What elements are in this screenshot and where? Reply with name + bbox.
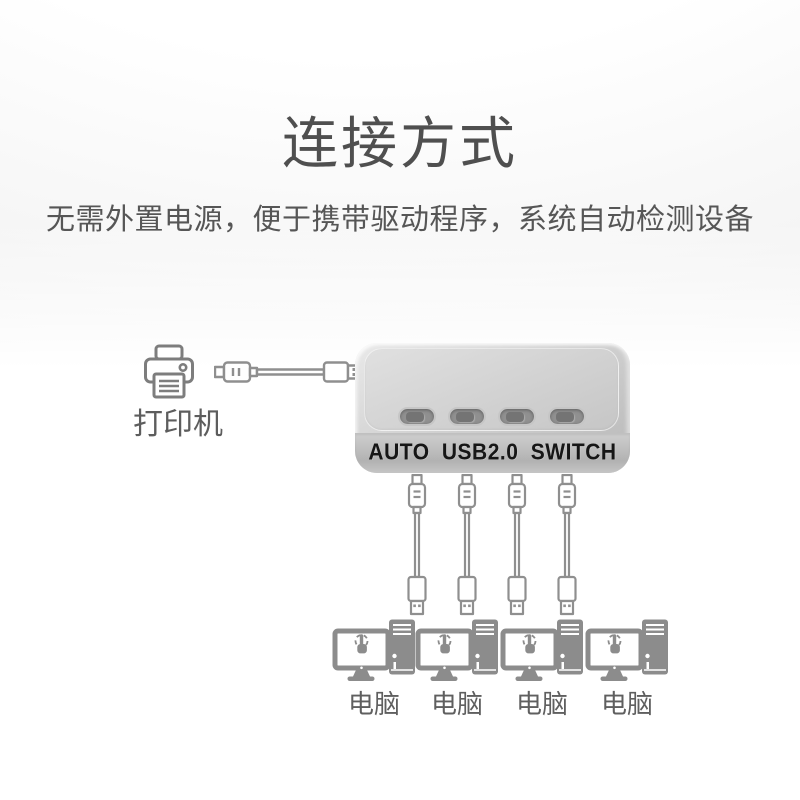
page-title: 连接方式: [282, 112, 518, 175]
tower-case: [472, 619, 498, 675]
device-button-knob: [556, 411, 574, 422]
device-button-knob: [456, 411, 474, 422]
printer-label: 打印机: [133, 408, 223, 441]
click-hand-icon: [437, 634, 452, 654]
top-gradient: [0, 0, 800, 400]
device-button-knob: [506, 411, 524, 422]
click-hand-icon: [354, 634, 369, 654]
click-hand-icon: [522, 634, 537, 654]
device-button-4: [548, 407, 586, 426]
monitor-stand: [521, 670, 538, 677]
computer-label-2: 电脑: [430, 689, 483, 719]
monitor-stand: [436, 670, 453, 677]
device-button-3: [498, 407, 536, 426]
monitor-stand: [353, 670, 370, 677]
device-button-knob: [406, 411, 424, 422]
page-subtitle: 无需外置电源，便于携带驱动程序，系统自动检测设备: [45, 204, 754, 236]
computer-label-4: 电脑: [600, 689, 653, 719]
tower-case: [642, 619, 668, 675]
computer-icon-4: [585, 619, 668, 681]
device-button-1: [398, 407, 436, 426]
computer-label-1: 电脑: [347, 689, 400, 719]
computer-icon-1: [332, 619, 415, 681]
usb-cable-vertical-2: [457, 474, 477, 616]
usb-cable-vertical-4: [557, 474, 577, 616]
usb-cable-vertical-3: [507, 474, 527, 616]
printer-usb-cable-icon: [214, 361, 364, 383]
monitor-stand: [606, 670, 623, 677]
device-button-2: [448, 407, 486, 426]
printer-icon: [144, 344, 194, 399]
computer-icon-2: [415, 619, 498, 681]
device-label: AUTO USB2.0 SWITCH: [368, 440, 617, 465]
tower-case: [389, 619, 415, 675]
device-front-panel: AUTO USB2.0 SWITCH: [355, 433, 630, 473]
click-hand-icon: [607, 634, 622, 654]
computer-label-3: 电脑: [515, 689, 568, 719]
tower-case: [557, 619, 583, 675]
usb-cable-vertical-1: [407, 474, 427, 616]
usb-switch-device: AUTO USB2.0 SWITCH: [355, 343, 630, 473]
computer-icon-3: [500, 619, 583, 681]
